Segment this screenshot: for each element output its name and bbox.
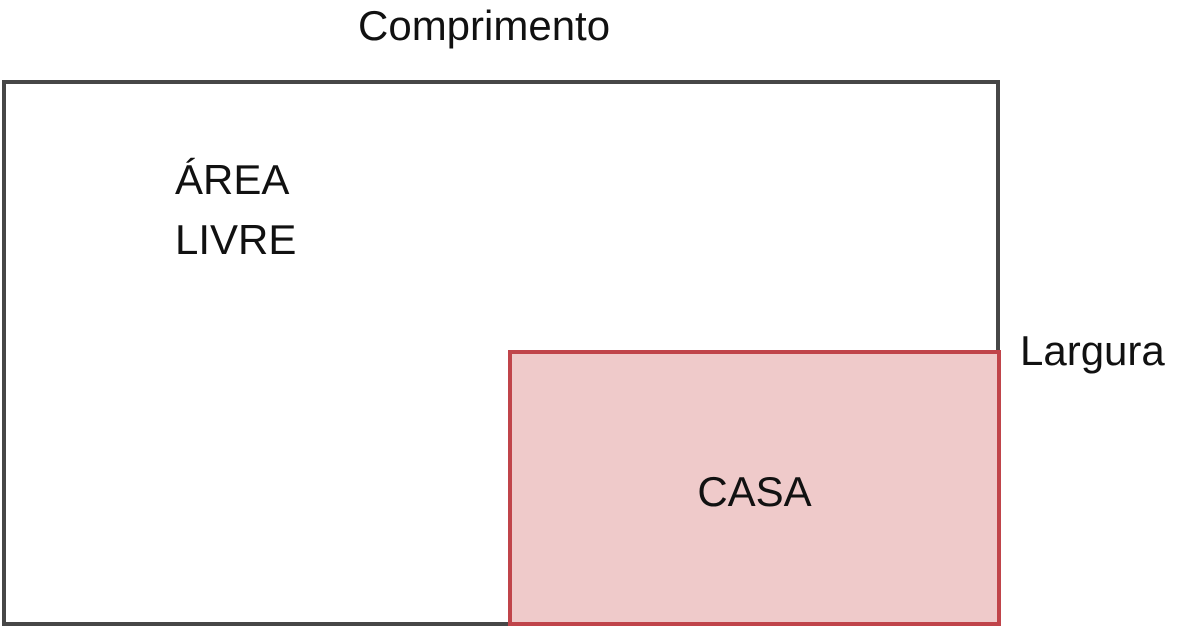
free-area-line-1: ÁREA [175,156,290,203]
free-area-label: ÁREA LIVRE [175,150,296,270]
length-label: Comprimento [358,2,611,49]
width-label: Largura [1020,327,1165,374]
house-rectangle: CASA [508,350,1001,626]
house-label: CASA [697,468,812,515]
free-area-line-2: LIVRE [175,216,297,263]
